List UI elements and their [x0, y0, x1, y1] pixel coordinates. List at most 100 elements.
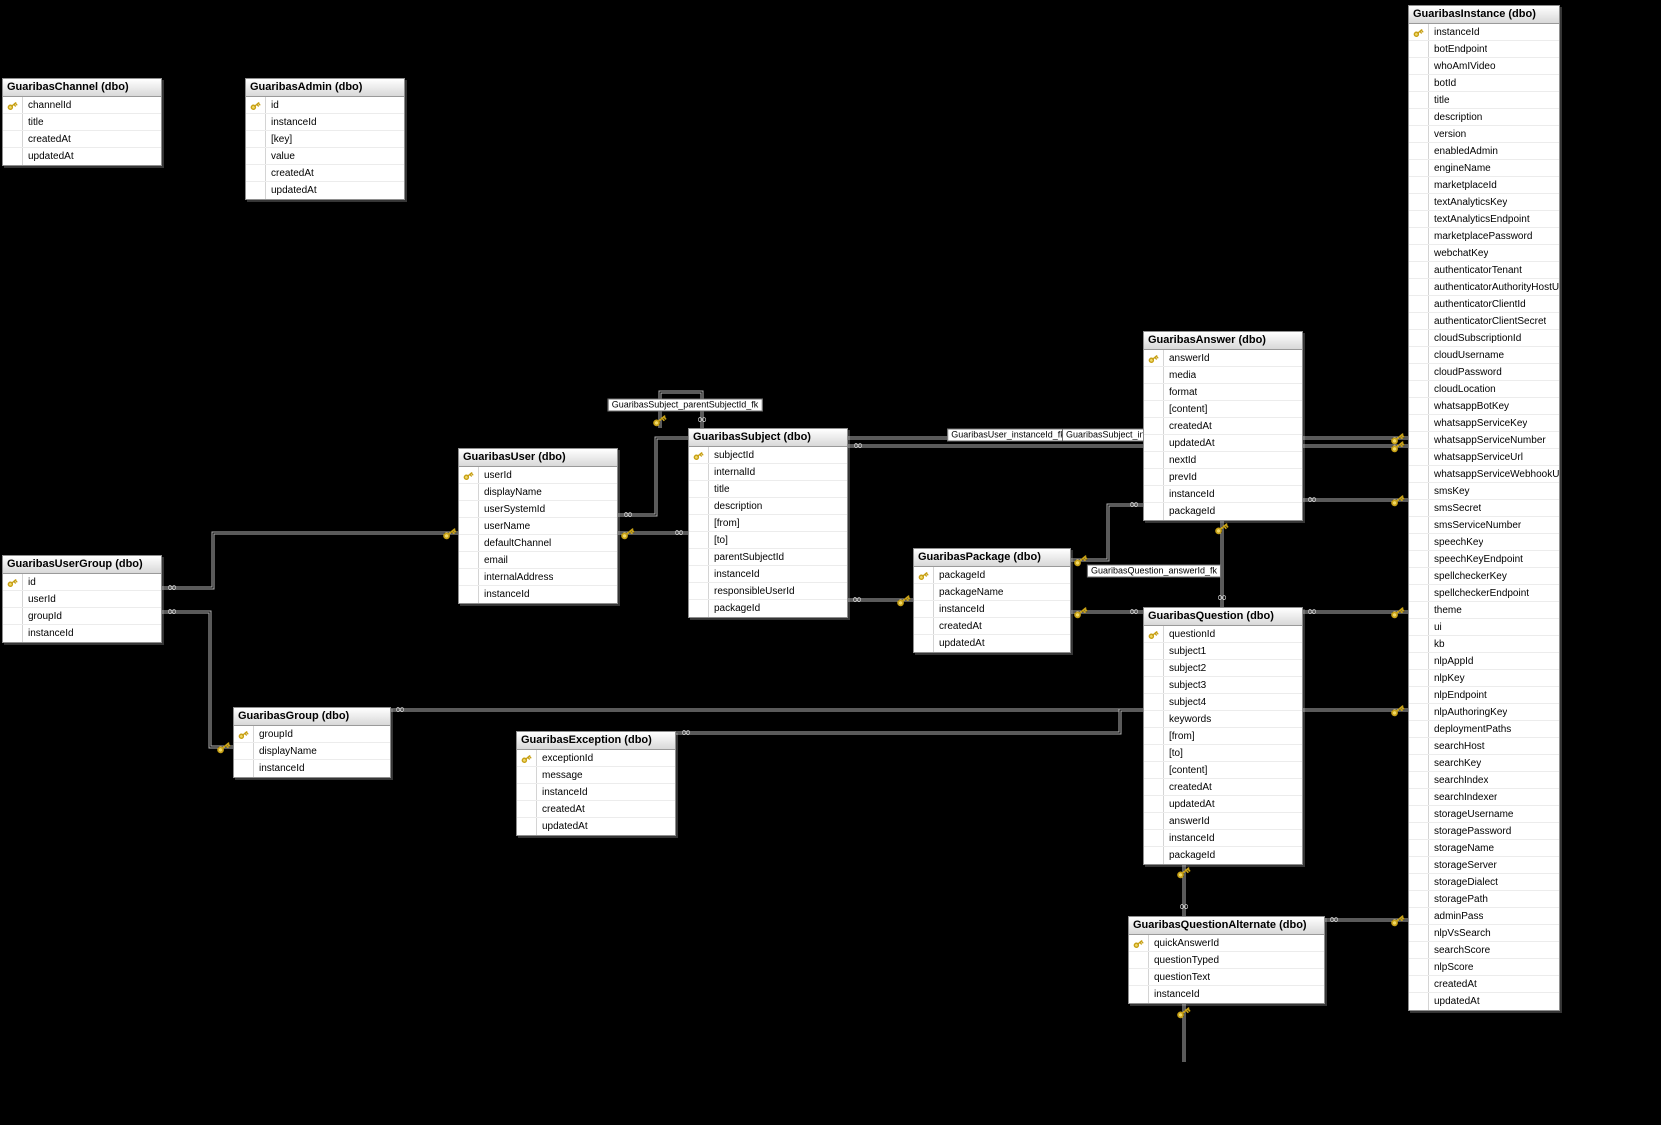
column-row[interactable]: groupId — [3, 608, 161, 625]
column-row[interactable]: internalId — [689, 464, 847, 481]
relationship-connector-usergroup-user[interactable] — [162, 531, 458, 590]
column-row[interactable]: packageId — [1144, 503, 1302, 520]
relationship-connector-package-answer[interactable] — [1071, 503, 1143, 562]
column-row[interactable]: questionText — [1129, 969, 1324, 986]
column-row[interactable]: updatedAt — [517, 818, 675, 835]
relationship-label-answer-question[interactable]: GuaribasQuestion_answerId_fk — [1086, 564, 1222, 578]
column-row[interactable]: cloudUsername — [1409, 347, 1559, 364]
table-title-instance[interactable]: GuaribasInstance (dbo) — [1409, 6, 1559, 24]
column-row[interactable]: nlpVsSearch — [1409, 925, 1559, 942]
column-row[interactable]: title — [689, 481, 847, 498]
column-row[interactable]: subject1 — [1144, 643, 1302, 660]
column-row[interactable]: instanceId — [3, 625, 161, 642]
column-row[interactable]: updatedAt — [914, 635, 1070, 652]
column-row[interactable]: authenticatorClientId — [1409, 296, 1559, 313]
column-row[interactable]: version — [1409, 126, 1559, 143]
column-row[interactable]: [from] — [1144, 728, 1302, 745]
column-row[interactable]: responsibleUserId — [689, 583, 847, 600]
column-row[interactable]: [to] — [1144, 745, 1302, 762]
relationship-label-subject-instance[interactable]: GuaribasSubject_ins — [1062, 428, 1146, 442]
column-row[interactable]: updatedAt — [3, 148, 161, 165]
column-row[interactable]: description — [1409, 109, 1559, 126]
column-row[interactable]: speechKeyEndpoint — [1409, 551, 1559, 568]
column-row[interactable]: authenticatorClientSecret — [1409, 313, 1559, 330]
column-row[interactable]: subjectId — [689, 447, 847, 464]
column-row[interactable]: groupId — [234, 726, 390, 743]
column-row[interactable]: defaultChannel — [459, 535, 617, 552]
column-row[interactable]: spellcheckerKey — [1409, 568, 1559, 585]
column-row[interactable]: userSystemId — [459, 501, 617, 518]
column-row[interactable]: instanceId — [1144, 830, 1302, 847]
column-row[interactable]: createdAt — [1144, 779, 1302, 796]
table-title-usergroup[interactable]: GuaribasUserGroup (dbo) — [3, 556, 161, 574]
column-row[interactable]: instanceId — [1129, 986, 1324, 1003]
column-row[interactable]: [key] — [246, 131, 404, 148]
table-title-package[interactable]: GuaribasPackage (dbo) — [914, 549, 1070, 567]
column-row[interactable]: title — [3, 114, 161, 131]
column-row[interactable]: smsSecret — [1409, 500, 1559, 517]
column-row[interactable]: nlpEndpoint — [1409, 687, 1559, 704]
column-row[interactable]: storagePath — [1409, 891, 1559, 908]
column-row[interactable]: value — [246, 148, 404, 165]
table-questionalternate[interactable]: GuaribasQuestionAlternate (dbo)quickAnsw… — [1128, 916, 1325, 1004]
column-row[interactable]: textAnalyticsKey — [1409, 194, 1559, 211]
column-row[interactable]: nlpScore — [1409, 959, 1559, 976]
column-row[interactable]: questionTyped — [1129, 952, 1324, 969]
column-row[interactable]: whatsappServiceNumber — [1409, 432, 1559, 449]
column-row[interactable]: email — [459, 552, 617, 569]
column-row[interactable]: spellcheckerEndpoint — [1409, 585, 1559, 602]
column-row[interactable]: authenticatorAuthorityHostUrl — [1409, 279, 1559, 296]
column-row[interactable]: searchScore — [1409, 942, 1559, 959]
column-row[interactable]: packageName — [914, 584, 1070, 601]
column-row[interactable]: instanceId — [517, 784, 675, 801]
column-row[interactable]: parentSubjectId — [689, 549, 847, 566]
column-row[interactable]: instanceId — [1144, 486, 1302, 503]
relationship-label-subject-selfref[interactable]: GuaribasSubject_parentSubjectId_fk — [607, 398, 763, 412]
column-row[interactable]: marketplaceId — [1409, 177, 1559, 194]
column-row[interactable]: media — [1144, 367, 1302, 384]
column-row[interactable]: [content] — [1144, 762, 1302, 779]
column-row[interactable]: updatedAt — [1144, 796, 1302, 813]
column-row[interactable]: cloudLocation — [1409, 381, 1559, 398]
column-row[interactable]: channelId — [3, 97, 161, 114]
column-row[interactable]: updatedAt — [246, 182, 404, 199]
column-row[interactable]: kb — [1409, 636, 1559, 653]
column-row[interactable]: message — [517, 767, 675, 784]
column-row[interactable]: instanceId — [914, 601, 1070, 618]
table-title-subject[interactable]: GuaribasSubject (dbo) — [689, 429, 847, 447]
column-row[interactable]: createdAt — [1409, 976, 1559, 993]
column-row[interactable]: theme — [1409, 602, 1559, 619]
column-row[interactable]: searchKey — [1409, 755, 1559, 772]
table-title-group[interactable]: GuaribasGroup (dbo) — [234, 708, 390, 726]
column-row[interactable]: createdAt — [246, 165, 404, 182]
column-row[interactable]: nlpAppId — [1409, 653, 1559, 670]
table-title-questionalternate[interactable]: GuaribasQuestionAlternate (dbo) — [1129, 917, 1324, 935]
column-row[interactable]: nextId — [1144, 452, 1302, 469]
column-row[interactable]: cloudSubscriptionId — [1409, 330, 1559, 347]
column-row[interactable]: subject4 — [1144, 694, 1302, 711]
column-row[interactable]: searchIndex — [1409, 772, 1559, 789]
column-row[interactable]: instanceId — [1409, 24, 1559, 41]
column-row[interactable]: packageId — [1144, 847, 1302, 864]
column-row[interactable]: storageServer — [1409, 857, 1559, 874]
column-row[interactable]: cloudPassword — [1409, 364, 1559, 381]
column-row[interactable]: instanceId — [689, 566, 847, 583]
column-row[interactable]: [from] — [689, 515, 847, 532]
column-row[interactable]: searchHost — [1409, 738, 1559, 755]
column-row[interactable]: quickAnswerId — [1129, 935, 1324, 952]
column-row[interactable]: [content] — [1144, 401, 1302, 418]
column-row[interactable]: botEndpoint — [1409, 41, 1559, 58]
column-row[interactable]: whatsappServiceWebhookUrl — [1409, 466, 1559, 483]
column-row[interactable]: [to] — [689, 532, 847, 549]
column-row[interactable]: instanceId — [234, 760, 390, 777]
column-row[interactable]: updatedAt — [1409, 993, 1559, 1010]
column-row[interactable]: whoAmIVideo — [1409, 58, 1559, 75]
column-row[interactable]: storagePassword — [1409, 823, 1559, 840]
column-row[interactable]: adminPass — [1409, 908, 1559, 925]
